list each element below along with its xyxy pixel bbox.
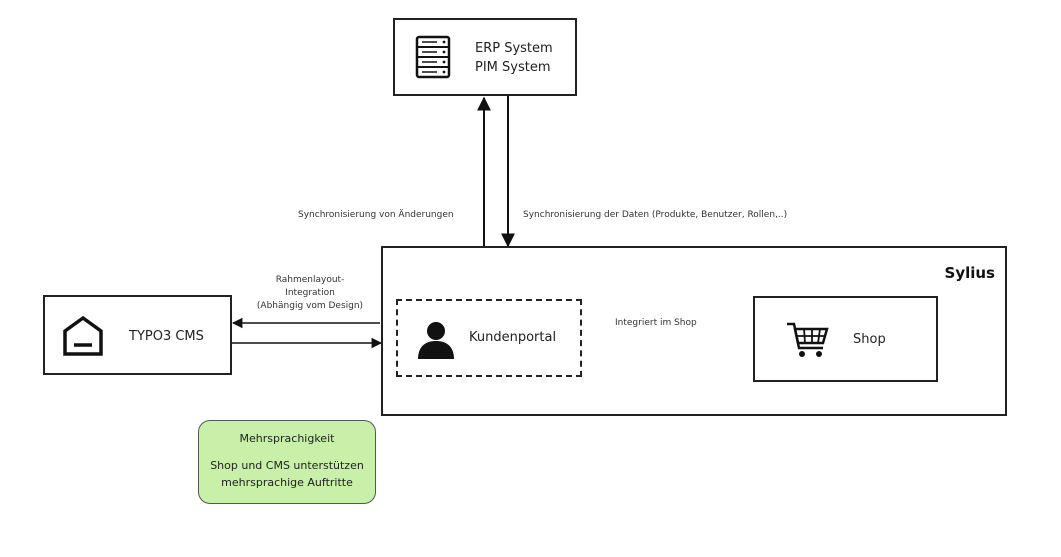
user-icon bbox=[418, 322, 454, 359]
erp-label-line2: PIM System bbox=[475, 60, 551, 75]
frame-layout-line2: Integration bbox=[285, 288, 335, 298]
edge-label-sync-data: Synchronisierung der Daten (Produkte, Be… bbox=[523, 210, 788, 220]
sylius-title: Sylius bbox=[944, 264, 995, 282]
edge-label-frame-layout: Rahmenlayout- Integration (Abhängig vom … bbox=[246, 274, 374, 313]
frame-layout-line1: Rahmenlayout- bbox=[275, 275, 345, 285]
house-icon bbox=[63, 315, 103, 356]
shop-node: Shop bbox=[753, 296, 938, 382]
kundenportal-label: Kundenportal bbox=[469, 330, 557, 345]
note-line2: mehrsprachige Auftritte bbox=[221, 476, 353, 489]
typo3-label: TYPO3 CMS bbox=[129, 329, 204, 344]
shopping-cart-icon bbox=[787, 322, 829, 357]
edge-label-integrated: Integriert im Shop bbox=[615, 318, 697, 328]
edge-label-sync-changes: Synchronisierung von Änderungen bbox=[298, 210, 454, 220]
server-icon bbox=[415, 35, 451, 79]
kundenportal-node: Kundenportal bbox=[396, 299, 582, 377]
erp-label-line1: ERP System bbox=[475, 41, 553, 56]
frame-layout-line3: (Abhängig vom Design) bbox=[256, 301, 364, 311]
multilanguage-note: Mehrsprachigkeit Shop und CMS unterstütz… bbox=[198, 420, 376, 504]
note-title: Mehrsprachigkeit bbox=[239, 432, 335, 445]
note-spacer bbox=[199, 447, 375, 457]
typo3-node: TYPO3 CMS bbox=[43, 295, 232, 375]
shop-label: Shop bbox=[853, 332, 886, 347]
erp-node: ERP System PIM System bbox=[393, 18, 577, 96]
note-line1: Shop und CMS unterstützen bbox=[210, 459, 364, 472]
